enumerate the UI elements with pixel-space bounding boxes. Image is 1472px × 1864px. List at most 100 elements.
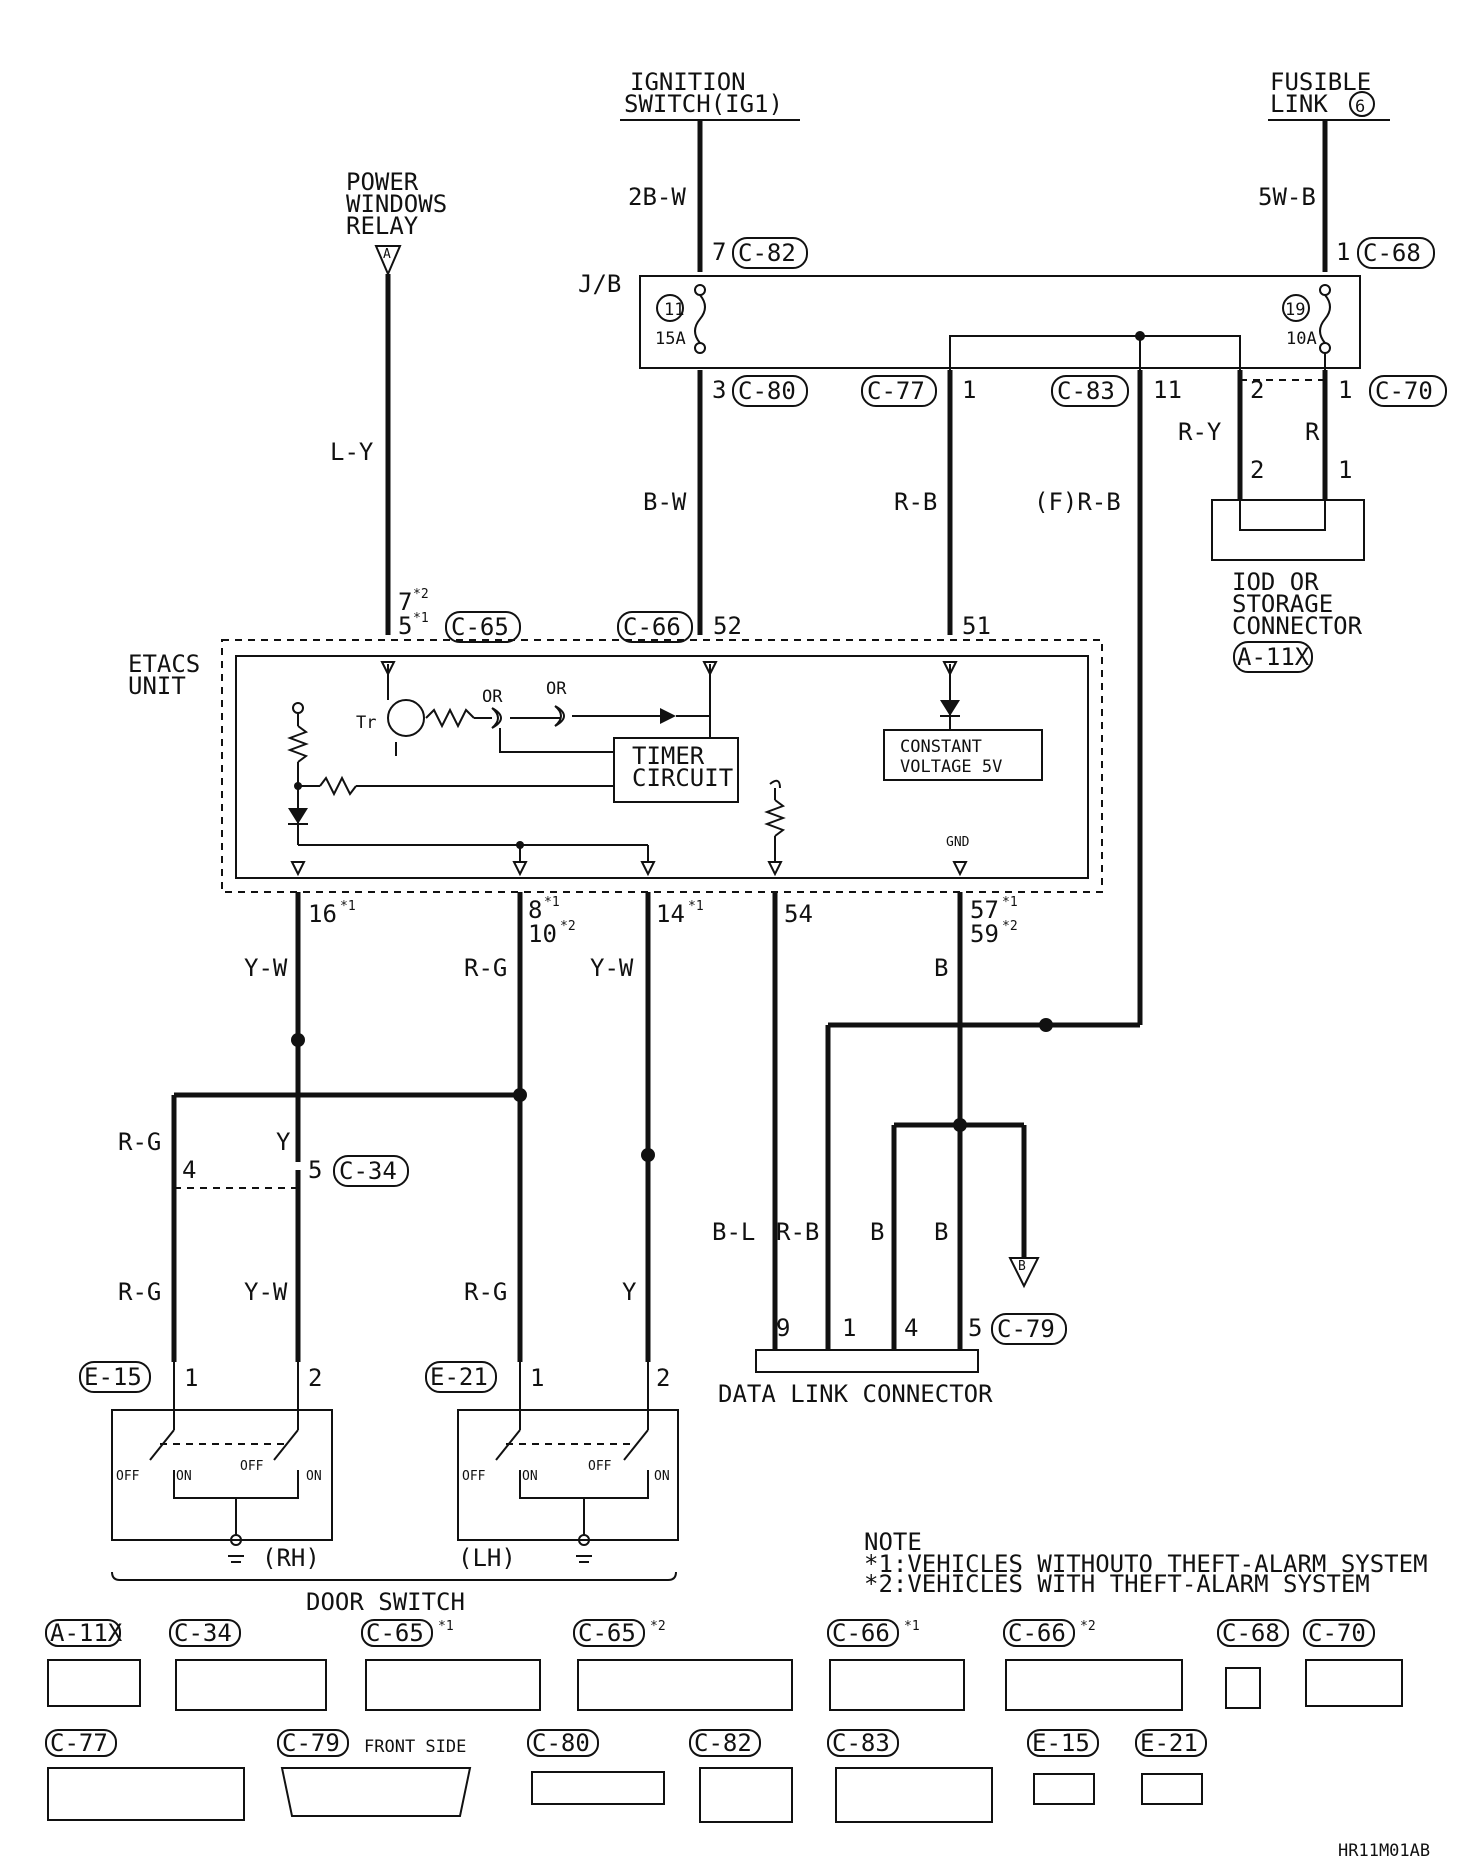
wire-b: B	[934, 954, 948, 982]
dlc-label: DATA LINK CONNECTOR	[718, 1380, 993, 1408]
lh-label: (LH)	[458, 1544, 516, 1572]
wire-y-left: Y	[276, 1128, 291, 1156]
legend-c66a-sup: *1	[904, 1619, 920, 1634]
fuse-19-amp: 10A	[1286, 329, 1317, 349]
pin-16-sup: *1	[340, 899, 356, 914]
legend-c65a: C-65	[366, 1619, 424, 1647]
transistor-label: Tr	[356, 713, 376, 733]
gnd-label: GND	[946, 835, 970, 850]
conn-e21: E-21	[430, 1363, 488, 1391]
pin-1b: 1	[962, 376, 976, 404]
pin-1a: 1	[1336, 238, 1350, 266]
legend-c82: C-82	[694, 1729, 752, 1757]
wire-frb: (F)R-B	[1034, 488, 1121, 516]
pin-2b: 2	[1250, 456, 1264, 484]
pin-59: 59	[970, 920, 999, 948]
legend-c65a-sup: *1	[438, 1619, 454, 1634]
or-gate-2: OR	[546, 679, 567, 699]
iod-storage-connector: IOD OR STORAGE CONNECTOR A-11X	[1211, 499, 1365, 673]
door-switch-lh: E-21 1 2 OFF ON OFF ON (LH)	[425, 1361, 679, 1572]
legend-c65b: C-65	[578, 1619, 636, 1647]
wire-2bw: 2B-W	[628, 183, 686, 211]
conn-c80: C-80	[738, 377, 796, 405]
wire-rb: R-B	[894, 488, 937, 516]
e15-pin-2: 2	[308, 1364, 322, 1392]
e15-pin-1: 1	[184, 1364, 198, 1392]
junction-block: J/B 11 15A 19 10A	[578, 270, 1361, 370]
dlc-pin-9: 9	[776, 1314, 790, 1342]
conn-c68: C-68	[1363, 239, 1421, 267]
etacs-unit: ETACS UNIT Tr OR OR TIMER CIRCUIT	[128, 639, 1103, 893]
legend-e15: E-15	[1032, 1729, 1090, 1757]
fusible-number: 6	[1355, 97, 1365, 117]
legend-front-side: FRONT SIDE	[364, 1737, 466, 1757]
wire-rg-left: R-G	[118, 1128, 161, 1156]
e21-pin-2: 2	[656, 1364, 670, 1392]
dlc-pin-4: 4	[904, 1314, 918, 1342]
wire-ly: L-Y	[330, 438, 374, 466]
pin-1c: 1	[1338, 376, 1352, 404]
wire-yw-left-2: Y-W	[244, 1278, 288, 1306]
pin-8: 8	[528, 896, 542, 924]
wire-ry: R-Y	[1178, 418, 1222, 446]
legend-c68: C-68	[1222, 1619, 1280, 1647]
iod-label-2: STORAGE	[1232, 590, 1333, 618]
pin-57-sup: *1	[1002, 895, 1018, 910]
pin-5: 5	[308, 1156, 322, 1184]
jb-label: J/B	[578, 270, 621, 298]
pin-10: 10	[528, 920, 557, 948]
pin-1d: 1	[1338, 456, 1352, 484]
rh-on-1: ON	[176, 1469, 192, 1484]
conn-a11x: A-11X	[1237, 643, 1310, 671]
rh-off-2: OFF	[240, 1459, 264, 1474]
pin-14: 14	[656, 900, 685, 928]
wire-b-2: B	[870, 1218, 884, 1246]
note-line-2: *2:VEHICLES WITH THEFT-ALARM SYSTEM	[864, 1570, 1370, 1598]
pin-11: 11	[1153, 376, 1182, 404]
legend-c66b: C-66	[1008, 1619, 1066, 1647]
door-switch-label: DOOR SWITCH	[306, 1588, 465, 1616]
wire-rg-mid: R-G	[464, 1278, 507, 1306]
legend-c66b-sup: *2	[1080, 1619, 1096, 1634]
data-link-connector: 9 1 4 5 C-79 DATA LINK CONNECTOR	[718, 1313, 1067, 1408]
legend-c65b-sup: *2	[650, 1619, 666, 1634]
connector-legend: A-11X C-34 C-65 *1 C-65 *2 C-66 *1 C-66 …	[45, 1619, 1403, 1823]
iod-label-3: CONNECTOR	[1232, 612, 1363, 640]
pin-5-star-sup: *1	[413, 611, 429, 626]
relay-label-2: WINDOWS	[346, 190, 447, 218]
conn-c66: C-66	[623, 613, 681, 641]
fusible-link-source: FUSIBLE LINK 6	[1268, 68, 1390, 121]
ignition-switch-source: IGNITION SWITCH(IG1)	[620, 68, 800, 121]
timer-label-2: CIRCUIT	[632, 764, 733, 792]
relay-marker: A	[383, 247, 391, 262]
pin-10-sup: *2	[560, 919, 576, 934]
dlc-pin-5: 5	[968, 1314, 982, 1342]
pin-16: 16	[308, 900, 337, 928]
lh-on-2: ON	[654, 1469, 670, 1484]
wire-b-3: B	[934, 1218, 948, 1246]
legend-c34: C-34	[174, 1619, 232, 1647]
conn-e15: E-15	[84, 1363, 142, 1391]
diagram-code: HR11M01AB	[1338, 1841, 1430, 1861]
rh-off-1: OFF	[116, 1469, 140, 1484]
note-line-1: *1:VEHICLES WITHOUTO THEFT-ALARM SYSTEM	[864, 1550, 1428, 1578]
pin-7: 7	[712, 238, 726, 266]
rh-on-2: ON	[306, 1469, 322, 1484]
legend-a11x: A-11X	[50, 1619, 123, 1647]
legend-c83: C-83	[832, 1729, 890, 1757]
fuse-11-num: 11	[664, 300, 684, 320]
wire-rg-left-2: R-G	[118, 1278, 161, 1306]
pin-57: 57	[970, 896, 999, 924]
pin-54: 54	[784, 900, 813, 928]
note-title: NOTE	[864, 1528, 922, 1556]
legend-c66a: C-66	[832, 1619, 890, 1647]
cv-label-1: CONSTANT	[900, 737, 982, 757]
legend-e21: E-21	[1140, 1729, 1198, 1757]
legend-c79: C-79	[282, 1729, 340, 1757]
dlc-pin-1: 1	[842, 1314, 856, 1342]
fusible-label-1: FUSIBLE	[1270, 68, 1371, 96]
rh-label: (RH)	[262, 1544, 320, 1572]
conn-c79: C-79	[997, 1315, 1055, 1343]
pin-14-sup: *1	[688, 899, 704, 914]
